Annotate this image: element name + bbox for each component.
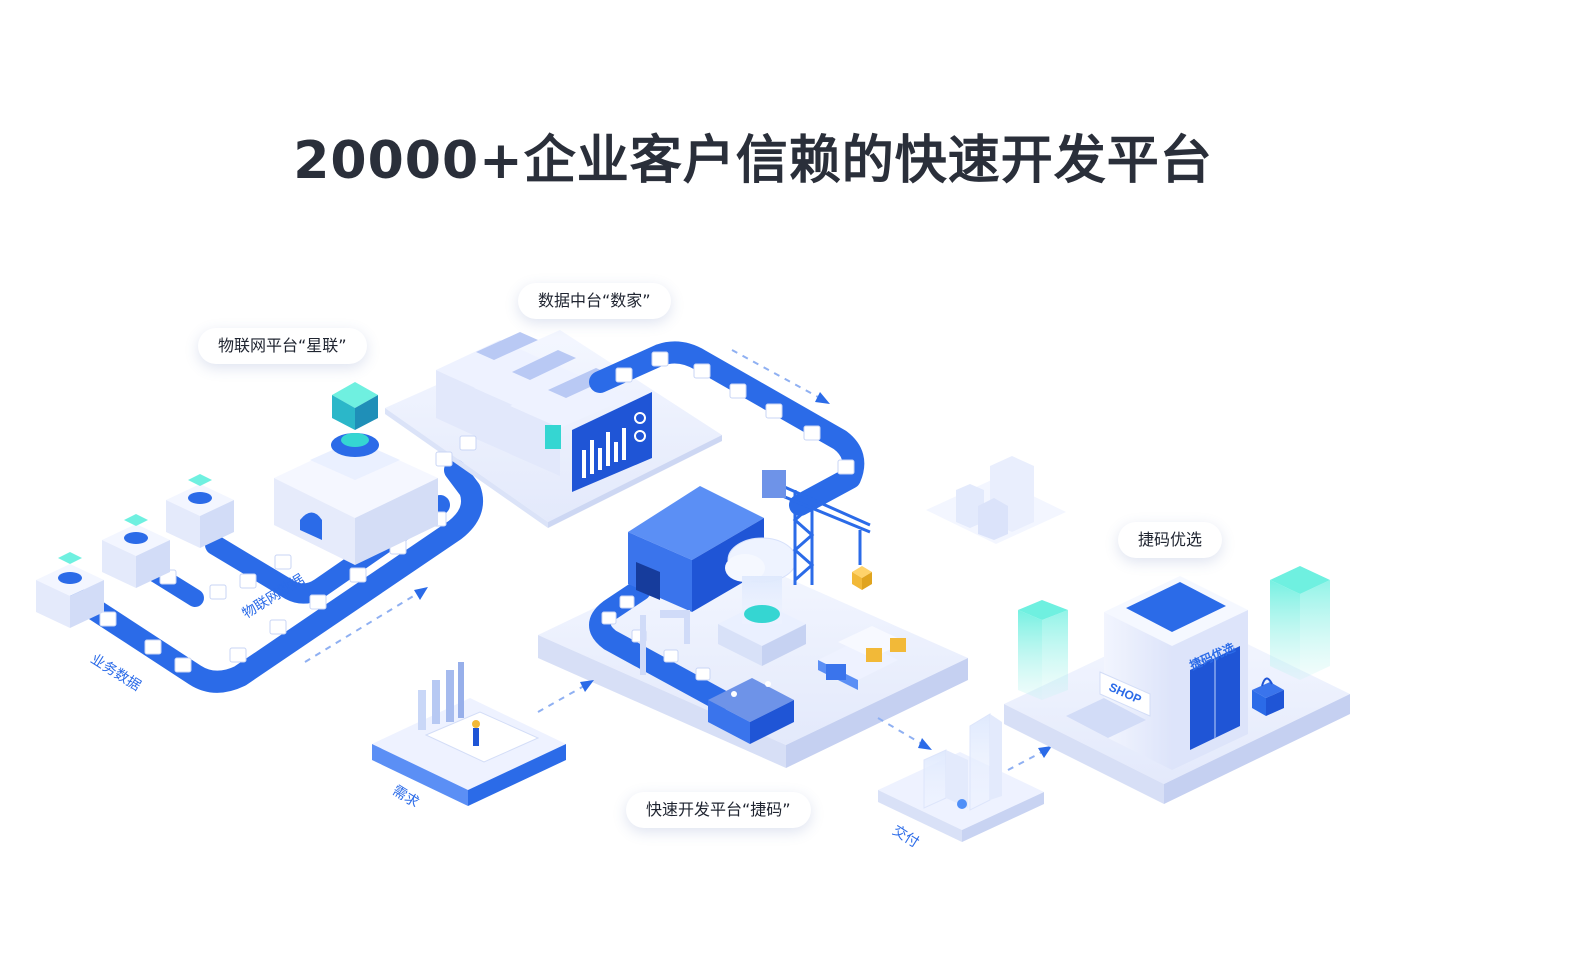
callout-shop: 捷码优选 [1118,522,1223,558]
shop-building [1066,576,1248,770]
iot-platform-building [274,382,438,565]
flow-arrow-delivery-out [1007,746,1052,771]
flow-arrow-iot [304,587,428,663]
input-station-1 [36,552,104,628]
crane [779,483,871,585]
callout-dev-platform: 快速开发平台“捷码” [626,792,811,828]
requirement-platform [372,662,566,806]
input-station-2 [102,514,170,588]
crane-cab [762,470,786,498]
delivery-platform [878,713,1044,842]
input-station-3 [166,474,234,548]
top-conveyor [435,341,865,516]
shopping-bag-icon [1252,677,1284,716]
product-stack [818,626,906,690]
glass-tower-right [1270,566,1330,680]
left-conveyor-lower [69,459,484,693]
callout-data-platform: 数据中台“数家” [518,283,671,319]
cargo-box [852,566,872,590]
flow-arrow-top [731,349,830,404]
flow-arrow-delivery-in [877,717,932,750]
core-pedestal [718,576,806,666]
server-rack [708,678,794,744]
callout-iot-platform: 物联网平台“星联” [198,328,367,364]
background-buildings [926,456,1066,544]
robot-arm [640,610,690,675]
glass-tower-left [1018,600,1068,700]
page-title: 20000+企业客户信赖的快速开发平台 [293,131,1213,191]
data-platform-buildings [436,332,628,476]
dashboard-screen [572,392,652,492]
flow-arrow-requirement [537,680,594,713]
